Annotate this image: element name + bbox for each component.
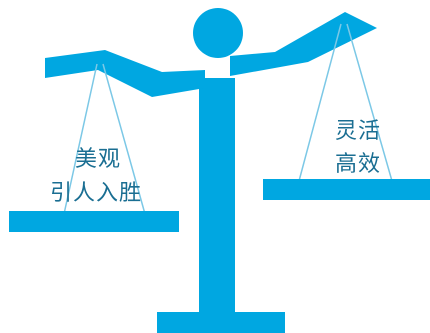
left-pan <box>9 211 179 232</box>
scale-head <box>193 8 243 58</box>
left-pan-label-line1: 美观 <box>74 147 121 172</box>
scale-base <box>157 312 285 333</box>
right-pan-label-line1: 灵活 <box>334 119 381 144</box>
left-pan-label-line2: 引人入胜 <box>49 181 142 206</box>
left-beam-arm <box>45 50 205 97</box>
left-string-outer <box>63 63 98 215</box>
left-string-inner <box>102 63 146 215</box>
right-string-outer <box>298 23 342 182</box>
right-pan-label-line2: 高效 <box>334 152 381 177</box>
right-pan <box>263 179 430 200</box>
right-string-inner <box>346 23 393 182</box>
scale-pillar <box>199 78 235 320</box>
right-beam-arm <box>230 12 377 76</box>
